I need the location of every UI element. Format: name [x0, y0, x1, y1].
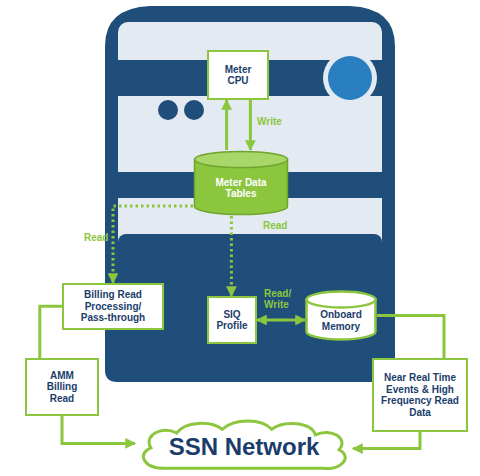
flow-connector [377, 316, 444, 359]
meter-button [184, 100, 204, 120]
cylinder-top [195, 152, 288, 168]
node-label: Near Real Time Events & High Frequency R… [380, 372, 460, 418]
meter-button [158, 100, 178, 120]
network-cloud: SSN Network [135, 420, 353, 472]
node-label: Meter CPU [214, 64, 262, 87]
connector-label: Read [84, 232, 114, 243]
node-label: SIQ Profile [213, 309, 251, 332]
node-label: Meter Data Tables [207, 177, 275, 200]
node-label: Billing Read Processing/ Pass-through [80, 289, 146, 324]
cylinder-top [307, 292, 376, 308]
billing-box: AMM Billing Read [25, 358, 99, 416]
flow-connector [62, 416, 135, 443]
node-label: AMM Billing Read [41, 370, 83, 405]
node-label: SSN Network [169, 434, 320, 460]
connector-label: Read/ Write [264, 288, 298, 310]
flow-connector [225, 100, 228, 150]
data-cylinder: Meter Data Tables [193, 150, 289, 216]
events-box: Near Real Time Events & High Frequency R… [372, 358, 468, 432]
connector-label: Read [263, 220, 293, 231]
process-box: Billing Read Processing/ Pass-through [62, 283, 164, 330]
flow-connector [257, 319, 305, 322]
meter-dial [328, 56, 372, 100]
flow-connector [40, 306, 62, 358]
meter-dial-ring [323, 51, 377, 105]
memory-cylinder: Onboard Memory [305, 290, 377, 341]
cloud-shape [143, 421, 345, 469]
node-label: Onboard Memory [311, 309, 371, 332]
flow-connector [353, 432, 420, 449]
connector-label: Write [257, 116, 297, 127]
profile-box: SIQ Profile [207, 296, 257, 344]
cpu-box: Meter CPU [207, 50, 269, 100]
read-connector [113, 206, 193, 283]
read-connector [230, 216, 233, 296]
flow-connector [249, 100, 252, 150]
